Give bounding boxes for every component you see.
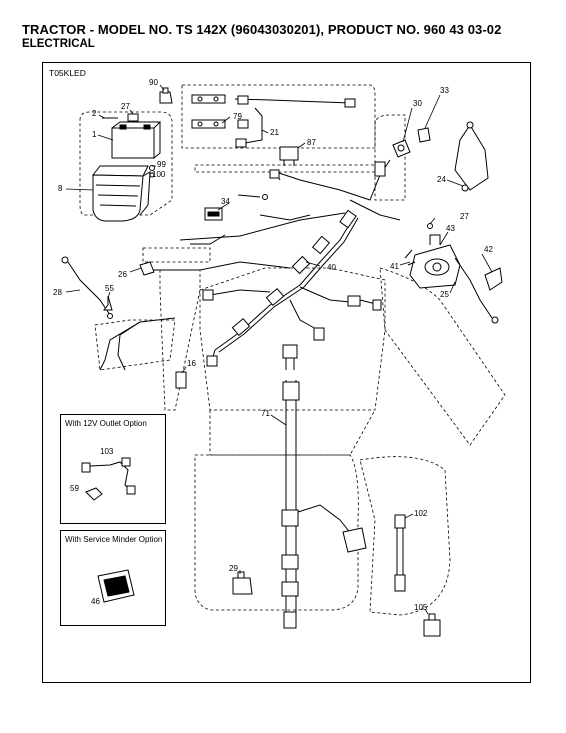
minder-option-title: With Service Minder Option: [65, 535, 163, 544]
part-label-30: 30: [413, 99, 422, 108]
part-label-2: 2: [92, 109, 97, 118]
page-subtitle: ELECTRICAL: [22, 38, 95, 50]
part-label-33: 33: [440, 86, 449, 95]
part-label-1: 1: [92, 130, 97, 139]
main-harness-group: [99, 159, 401, 371]
part-label-29: 29: [229, 564, 238, 573]
part-label-105: 105: [414, 603, 428, 612]
part-label-102: 102: [414, 509, 428, 518]
outlet-option-title: With 12V Outlet Option: [65, 419, 147, 428]
part-label-27a: 27: [121, 102, 130, 111]
leader-lines: [65, 84, 493, 615]
part-label-26: 26: [118, 270, 127, 279]
part-label-27b: 27: [460, 212, 469, 221]
part-label-100: 100: [152, 170, 166, 179]
part-label-8: 8: [58, 184, 63, 193]
top-harness-group: [191, 94, 356, 166]
part-label-43: 43: [446, 224, 455, 233]
battery-group: [91, 87, 173, 222]
part-label-103: 103: [100, 447, 114, 456]
diagram-frame: [42, 62, 531, 683]
part-label-71: 71: [261, 409, 270, 418]
part-label-28: 28: [53, 288, 62, 297]
part-label-42: 42: [484, 245, 493, 254]
minder-option-box: With Service Minder Option: [60, 530, 166, 626]
part-label-59: 59: [70, 484, 79, 493]
lower-harness-group: [232, 344, 441, 637]
part-label-41: 41: [390, 262, 399, 271]
outlet-option-box: With 12V Outlet Option: [60, 414, 166, 524]
part-label-25: 25: [440, 290, 449, 299]
part-label-34: 34: [221, 197, 230, 206]
diagram-code: T05KLED: [49, 68, 86, 78]
part-label-46: 46: [91, 597, 100, 606]
part-label-90: 90: [149, 78, 158, 87]
part-label-99: 99: [157, 160, 166, 169]
part-label-21: 21: [270, 128, 279, 137]
part-label-87: 87: [307, 138, 316, 147]
part-label-16: 16: [187, 359, 196, 368]
part-label-40: 40: [327, 263, 336, 272]
part-label-55: 55: [105, 284, 114, 293]
part-label-79: 79: [233, 112, 242, 121]
part-label-24: 24: [437, 175, 446, 184]
page-title: TRACTOR - MODEL NO. TS 142X (96043030201…: [22, 22, 502, 37]
parts-right-group: [392, 121, 503, 324]
